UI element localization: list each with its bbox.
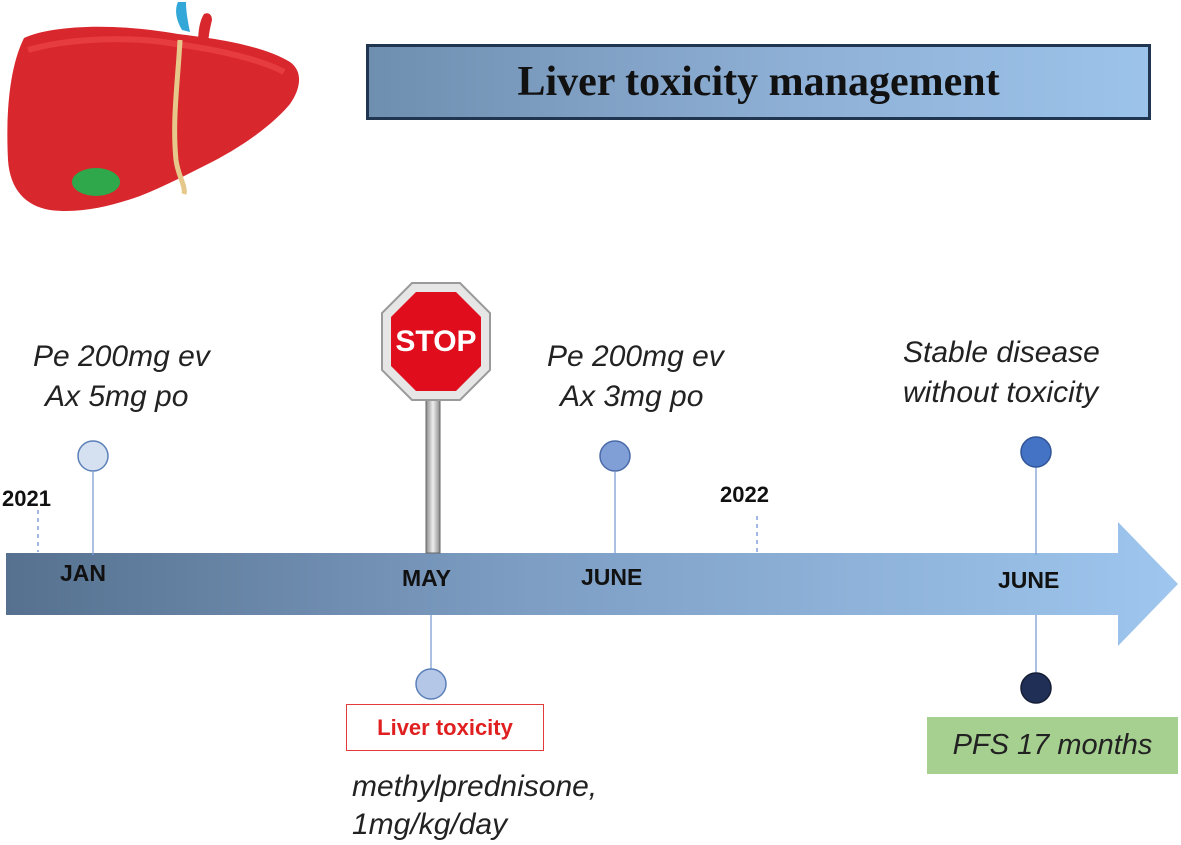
june2-dot [1020, 436, 1052, 468]
treatment-line1: methylprednisone, [352, 770, 598, 803]
year-2021-label: 2021 [2, 486, 51, 511]
end-dot [1020, 672, 1052, 704]
month-jan-label: JAN [60, 560, 107, 586]
month-may-label: MAY [402, 565, 451, 591]
jan-dose-line1: Pe 200mg ev [33, 340, 210, 373]
june-dose-line1: Pe 200mg ev [547, 340, 724, 373]
liver-icon [7, 2, 300, 212]
pfs-box: PFS 17 months [927, 717, 1178, 774]
year-2022-label: 2022 [720, 482, 769, 507]
timeline-arrow [6, 522, 1178, 646]
liver-toxicity-label: Liver toxicity [377, 714, 513, 740]
treatment-line2: 1mg/kg/day [352, 808, 508, 841]
may-dot [415, 668, 447, 700]
june-dose-line2: Ax 3mg po [560, 380, 704, 413]
stop-sign-icon [381, 282, 491, 401]
month-june-label: JUNE [581, 564, 643, 590]
june1-dot [599, 440, 631, 472]
page-title: Liver toxicity management [517, 59, 1000, 105]
month-june-end-label: JUNE [998, 567, 1060, 593]
stop-sign-pole [425, 397, 441, 554]
title-banner: Liver toxicity management [366, 44, 1151, 120]
end-status-line2: without toxicity [903, 376, 1099, 409]
liver-toxicity-box: Liver toxicity [346, 704, 544, 751]
end-status-line1: Stable disease [903, 336, 1100, 369]
pfs-label: PFS 17 months [952, 729, 1153, 761]
stop-sign-text: STOP [395, 325, 477, 358]
jan-dose-line2: Ax 5mg po [45, 380, 189, 413]
jan-dot [77, 440, 109, 472]
